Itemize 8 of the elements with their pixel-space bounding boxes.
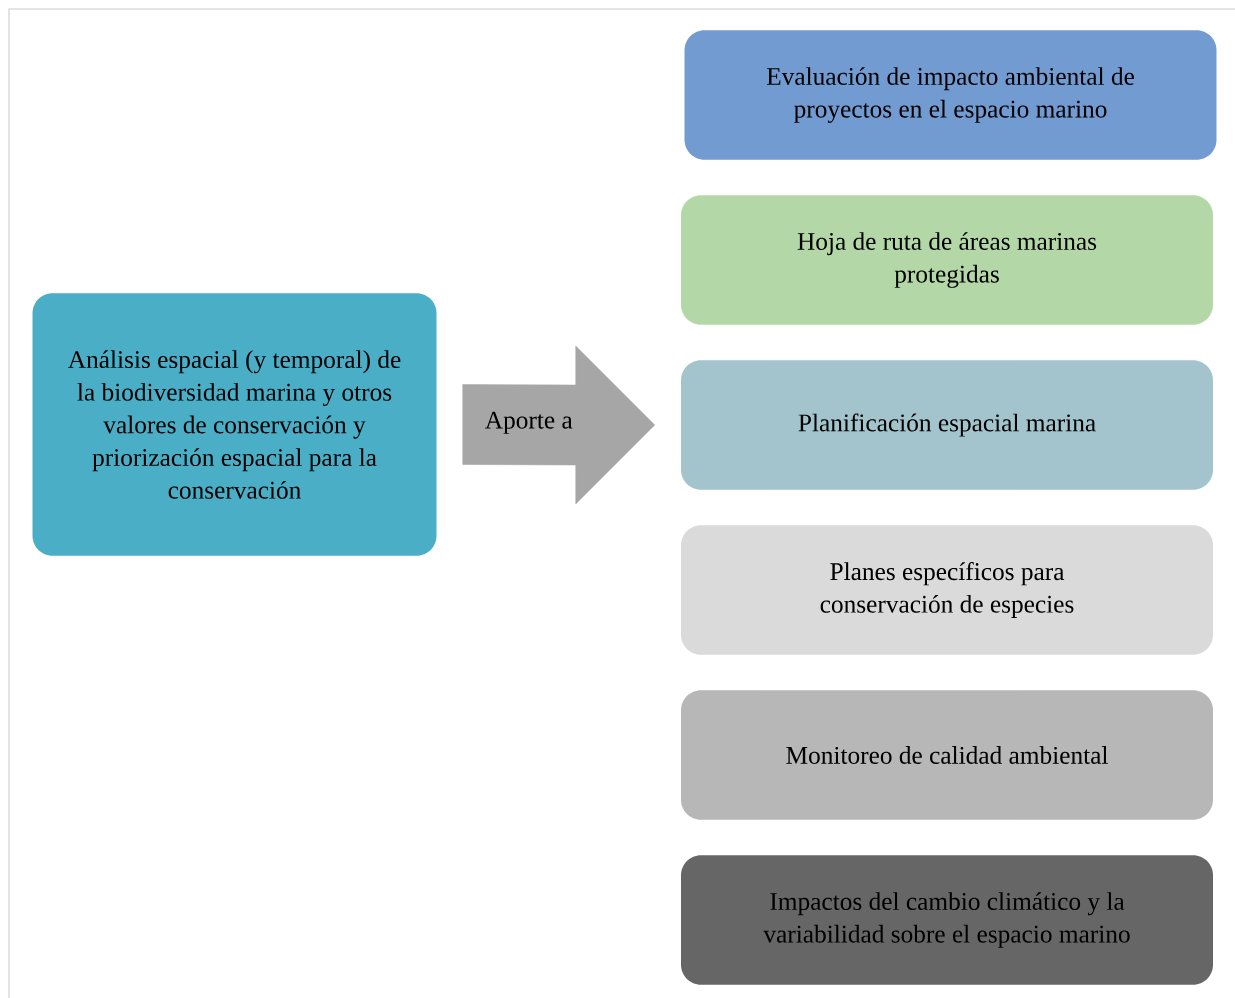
process-box: Evaluación de impacto ambiental de proyectos en el espacio marino (684, 30, 1217, 160)
edge-label: Aporte a (485, 411, 573, 434)
process-box: Impactos del cambio climático y la variabilidad sobre el espacio marino (681, 855, 1213, 985)
process-box: Planificación espacial marina (681, 360, 1213, 490)
process-box: Análisis espacial (y temporal) de la biodiversidad marina y otros valores de conservación y priorización espacial para la conservación (32, 293, 437, 556)
process-box: Planes específicos para conservación de especies (681, 525, 1213, 655)
process-box: Hoja de ruta de áreas marinas protegidas (681, 195, 1213, 325)
process-box: Monitoreo de calidad ambiental (681, 690, 1213, 820)
